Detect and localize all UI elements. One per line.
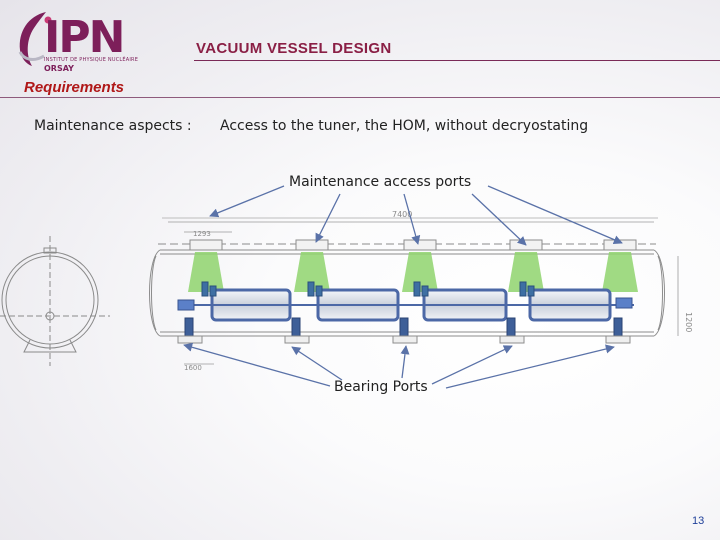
maintenance-access-cones (188, 252, 638, 292)
dim-bottom: 1600 (184, 364, 202, 372)
callout-arrows (183, 185, 623, 389)
page-number: 13 (692, 515, 705, 527)
bearing-supports (177, 317, 631, 344)
logo-subtitle: INSTITUT DE PHYSIQUE NUCLÉAIRE (44, 57, 139, 63)
logo-city: ORSAY (44, 64, 74, 73)
maintenance-text: Access to the tuner, the HOM, without de… (220, 118, 589, 134)
end-view (0, 236, 110, 366)
top-ports (189, 239, 637, 251)
logo-text: IPN (44, 12, 125, 63)
dim-port: 1293 (193, 230, 211, 238)
title-divider (194, 60, 720, 61)
logo-swoosh-icon (18, 12, 52, 66)
vessel-body (149, 217, 665, 337)
maintenance-label: Maintenance aspects : (34, 118, 192, 134)
callout-bearing-ports: Bearing Ports (334, 379, 428, 395)
ipn-logo (14, 10, 124, 76)
section-divider (0, 97, 720, 98)
section-heading: Requirements (24, 79, 125, 96)
dim-length: 7400 (392, 210, 412, 219)
callout-maintenance-ports: Maintenance access ports (289, 174, 472, 190)
cavity-string (177, 281, 634, 322)
page-title: VACUUM VESSEL DESIGN (196, 40, 392, 57)
dim-height: 1200 (684, 312, 693, 332)
